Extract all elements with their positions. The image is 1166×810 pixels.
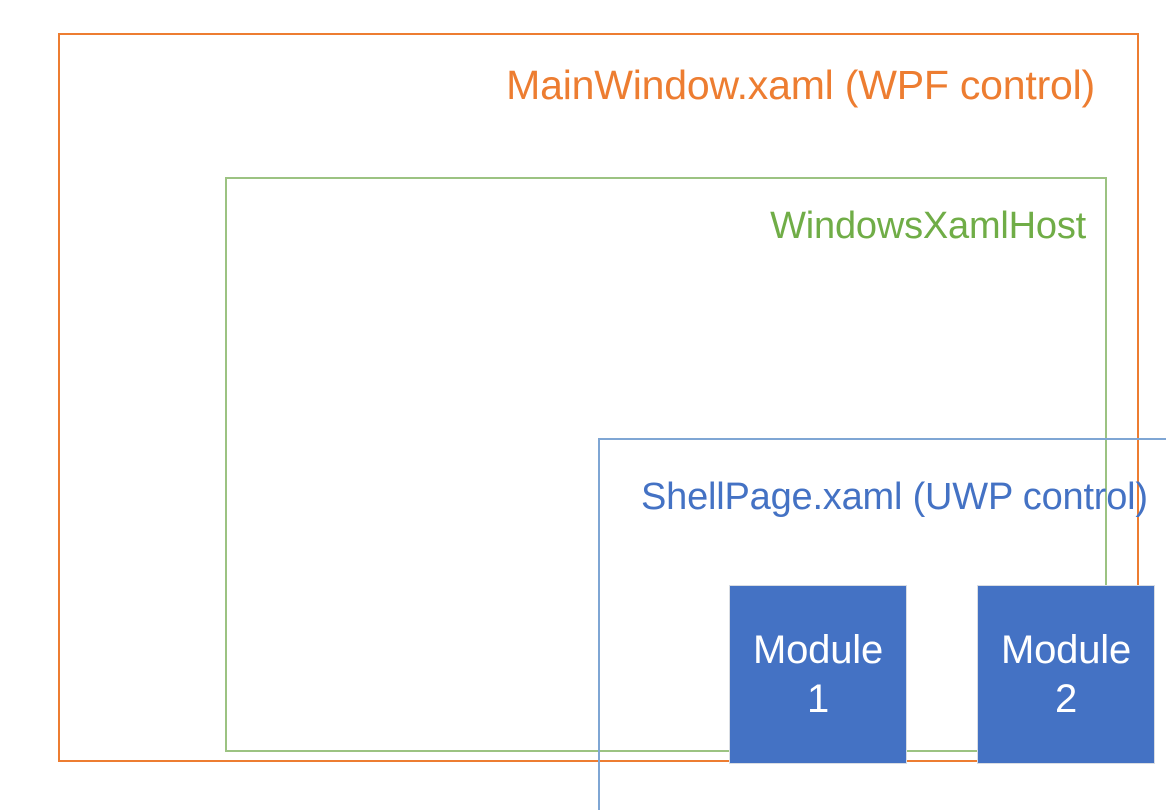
module-label-line-2: 2 xyxy=(1054,676,1078,721)
module-label-line-1: Module xyxy=(753,627,883,672)
module-box: Module 1 xyxy=(729,585,907,764)
module-label-line-2: 1 xyxy=(806,676,830,721)
uwp-control-container: ShellPage.xaml (UWP control) Module 1 Mo… xyxy=(598,438,1166,810)
windows-xaml-host-label: WindowsXamlHost xyxy=(770,205,1086,247)
wpf-control-label: MainWindow.xaml (WPF control) xyxy=(506,62,1095,108)
module-label-line-1: Module xyxy=(1001,627,1131,672)
windows-xaml-host-container: WindowsXamlHost ShellPage.xaml (UWP cont… xyxy=(225,177,1166,810)
wpf-control-container: MainWindow.xaml (WPF control) WindowsXam… xyxy=(58,33,1166,810)
module-box: Module 2 xyxy=(977,585,1155,764)
uwp-control-label: ShellPage.xaml (UWP control) xyxy=(641,476,1148,518)
